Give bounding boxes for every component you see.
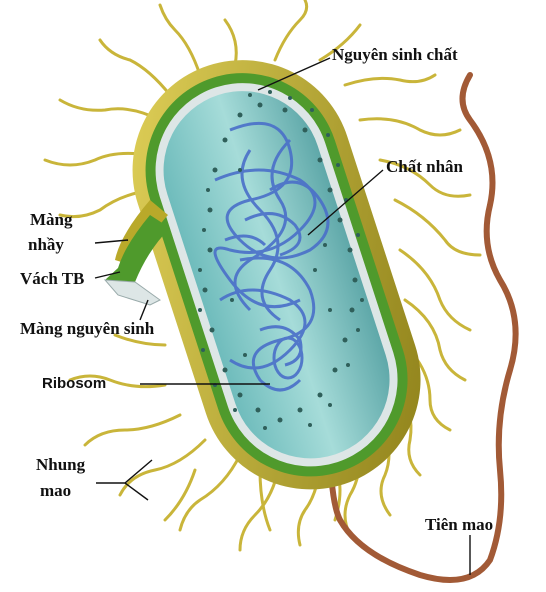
label-plasma-membrane: Màng nguyên sinh [20,319,155,338]
label-capsule-line1: Màng [30,210,73,229]
label-cell-wall: Vách TB [20,269,84,288]
label-nucleoid: Chất nhân [386,157,464,176]
label-pili-line1: Nhung [36,455,86,474]
label-flagellum: Tiên mao [425,515,493,534]
leader-pili-b [125,483,148,500]
label-cytoplasm: Nguyên sinh chất [332,45,458,64]
leader-pili-a [96,460,152,483]
label-ribosome: Ribosom [42,375,106,392]
label-pili-line2: mao [40,481,71,500]
label-capsule-line2: nhầy [28,235,64,254]
